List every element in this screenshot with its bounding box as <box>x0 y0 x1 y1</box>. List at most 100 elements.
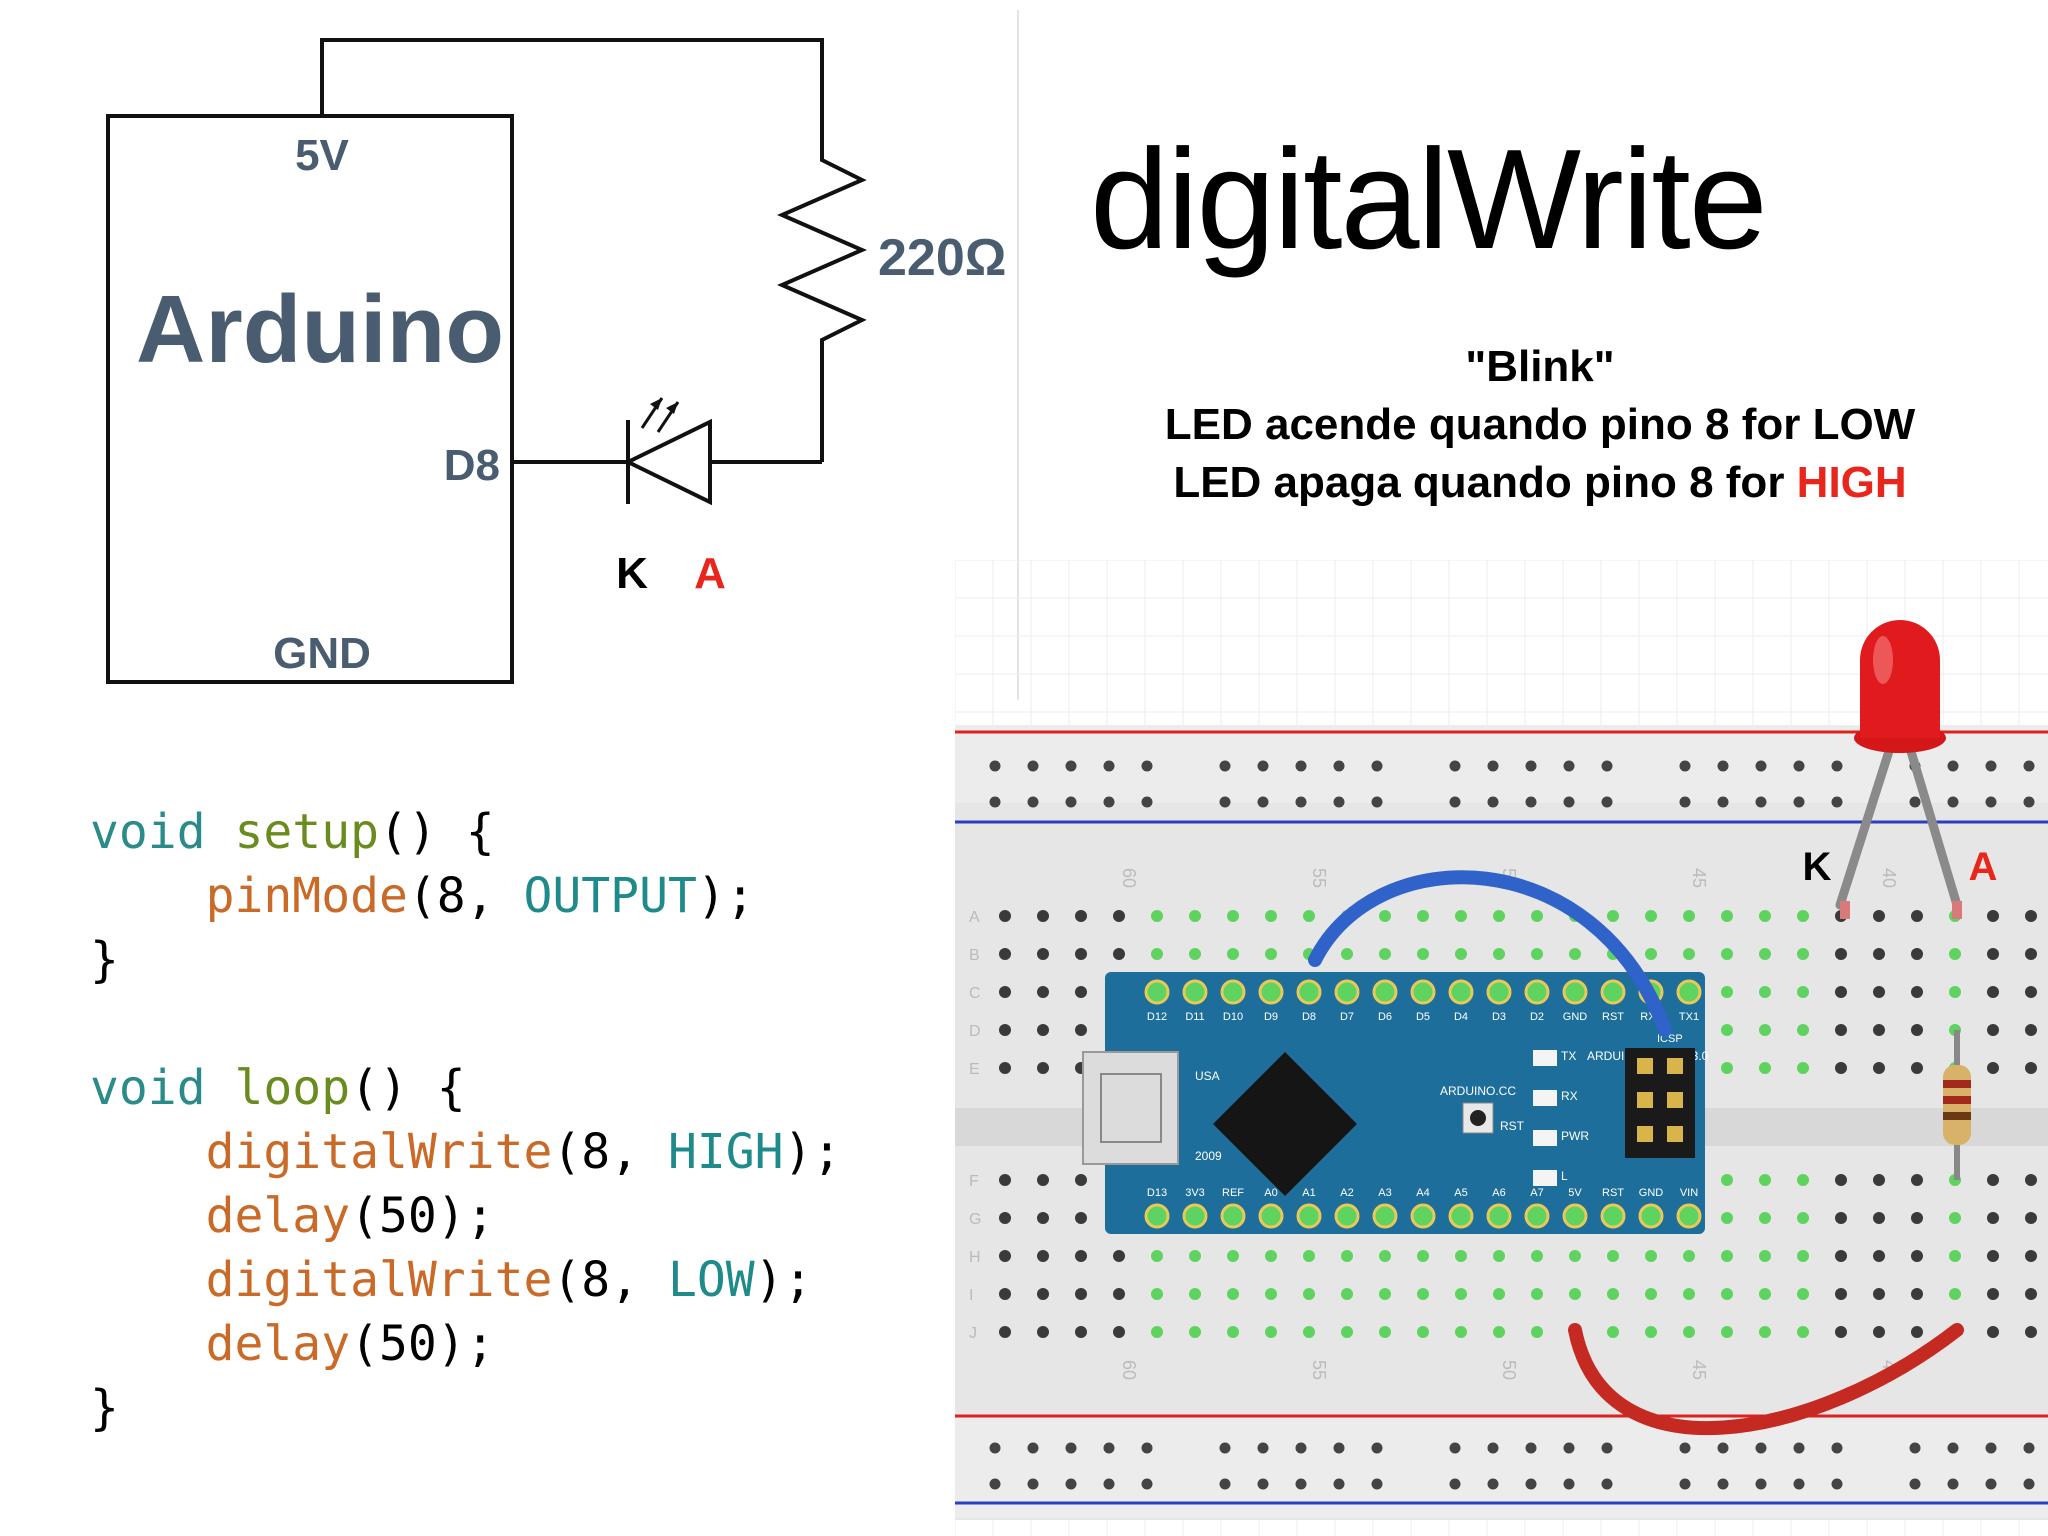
nano-pin-label: 5V <box>1568 1187 1582 1199</box>
nano-rst-label: RST <box>1500 1119 1525 1133</box>
red-wire[interactable] <box>1568 1323 1964 1436</box>
nano-brand-label: ARDUINO.CC <box>1440 1084 1516 1098</box>
nano-pin-label: A4 <box>1416 1187 1429 1199</box>
nano-pin-label: RST <box>1602 1187 1624 1199</box>
resistor[interactable] <box>1943 1065 1971 1145</box>
reset-button[interactable] <box>1470 1110 1486 1126</box>
resistor-symbol <box>777 125 867 462</box>
column-number: 55 <box>1309 1360 1329 1380</box>
description-high-highlight: HIGH <box>1796 458 1907 507</box>
description-line-3-text: LED apaga quando pino 8 for <box>1173 458 1797 507</box>
nano-led-pwr: PWR <box>1561 1129 1589 1143</box>
row-letter: A <box>969 909 980 926</box>
column-number: 50 <box>1499 1360 1519 1380</box>
usb-connector <box>1082 1051 1179 1165</box>
code-line: } <box>90 932 119 988</box>
nano-pin-label: D4 <box>1454 1011 1468 1023</box>
bottom-power-rail <box>955 1418 2048 1518</box>
description-line-1: "Blink" <box>1465 342 1615 391</box>
nano-pin-label: D6 <box>1378 1011 1392 1023</box>
wire-5v <box>320 38 824 125</box>
led-symbol <box>623 397 712 506</box>
code-line: void setup() { <box>90 804 495 860</box>
nano-pin-label: D3 <box>1492 1011 1506 1023</box>
code-line: void loop() { <box>90 1060 466 1116</box>
resistor-value-label: 220Ω <box>878 229 1006 287</box>
row-letter: G <box>969 1211 981 1228</box>
code-line: digitalWrite(8, LOW); <box>205 1252 813 1308</box>
code-line: } <box>90 1380 119 1436</box>
arduino-label: Arduino <box>136 276 504 383</box>
nano-pin-label: D12 <box>1147 1011 1167 1023</box>
nano-pin-label: D11 <box>1185 1011 1204 1023</box>
code-line: digitalWrite(8, HIGH); <box>205 1124 842 1180</box>
nano-pin-label: A7 <box>1530 1187 1543 1199</box>
nano-pin-label: A0 <box>1264 1187 1277 1199</box>
nano-pin-label: TX1 <box>1679 1011 1699 1023</box>
schematic: 5V Arduino D8 GND 220Ω K A <box>106 10 1019 700</box>
anode-label: A <box>694 549 726 598</box>
nano-led-l: L <box>1561 1169 1568 1183</box>
nano-pin-label: GND <box>1639 1187 1664 1199</box>
nano-pin-label: D7 <box>1340 1011 1354 1023</box>
nano-led-rx: RX <box>1561 1089 1578 1103</box>
column-number: 60 <box>1119 868 1139 888</box>
breadboard-anode-label: A <box>1969 845 1998 889</box>
column-number: 40 <box>1879 868 1899 888</box>
arduino-board-outline <box>106 114 514 684</box>
row-letter: D <box>969 1023 981 1040</box>
nano-pin-label: RST <box>1602 1011 1624 1023</box>
row-letter: H <box>969 1249 981 1266</box>
cathode-label: K <box>616 549 648 598</box>
row-letter: E <box>969 1061 980 1078</box>
red-led[interactable] <box>1835 620 1962 919</box>
nano-led-tx: TX <box>1561 1049 1576 1063</box>
nano-pin-label: 3V3 <box>1185 1187 1205 1199</box>
code-line: pinMode(8, OUTPUT); <box>205 868 755 924</box>
nano-year-label: 2009 <box>1195 1149 1222 1163</box>
nano-pin-label: A2 <box>1340 1187 1353 1199</box>
nano-pin-label: A3 <box>1378 1187 1391 1199</box>
pin-5v-label: 5V <box>295 131 349 180</box>
description-line-3: LED apaga quando pino 8 for HIGH <box>1060 458 2020 508</box>
breadboard-holes <box>989 760 2037 1490</box>
icsp-header <box>1625 1048 1695 1158</box>
row-letter: B <box>969 947 980 964</box>
row-letter: J <box>969 1325 977 1342</box>
row-letter: I <box>969 1287 973 1304</box>
code-line-blank <box>90 992 841 1056</box>
pin-d8-label: D8 <box>444 441 500 490</box>
blue-wire[interactable] <box>1308 870 1672 1037</box>
nano-pin-label: A1 <box>1302 1187 1315 1199</box>
column-number: 45 <box>1689 1360 1709 1380</box>
nano-pin-label: D10 <box>1223 1011 1243 1023</box>
nano-usa-label: USA <box>1195 1069 1220 1083</box>
row-letter: C <box>969 985 981 1002</box>
nano-pin-label: D5 <box>1416 1011 1430 1023</box>
nano-pin-label: VIN <box>1680 1187 1698 1199</box>
microcontroller-chip <box>1213 1052 1357 1196</box>
column-number: 60 <box>1119 1360 1139 1380</box>
code-block: void setup() { pinMode(8, OUTPUT);} void… <box>90 800 841 1440</box>
description-line-2: LED acende quando pino 8 for LOW <box>1164 400 1916 449</box>
code-line: delay(50); <box>205 1316 495 1372</box>
page-title: digitalWrite <box>1090 120 1768 279</box>
column-number: 45 <box>1689 868 1709 888</box>
nano-pin-label: A6 <box>1492 1187 1505 1199</box>
breadboard-cathode-label: K <box>1803 845 1832 889</box>
nano-pin-label: D13 <box>1147 1187 1167 1199</box>
nano-pin-label: A5 <box>1454 1187 1467 1199</box>
nano-pin-label: D9 <box>1264 1011 1278 1023</box>
nano-pin-label: D8 <box>1302 1011 1316 1023</box>
nano-pin-label: GND <box>1563 1011 1588 1023</box>
column-number: 55 <box>1309 868 1329 888</box>
nano-pin-label: D2 <box>1530 1011 1544 1023</box>
code-line: delay(50); <box>205 1188 495 1244</box>
